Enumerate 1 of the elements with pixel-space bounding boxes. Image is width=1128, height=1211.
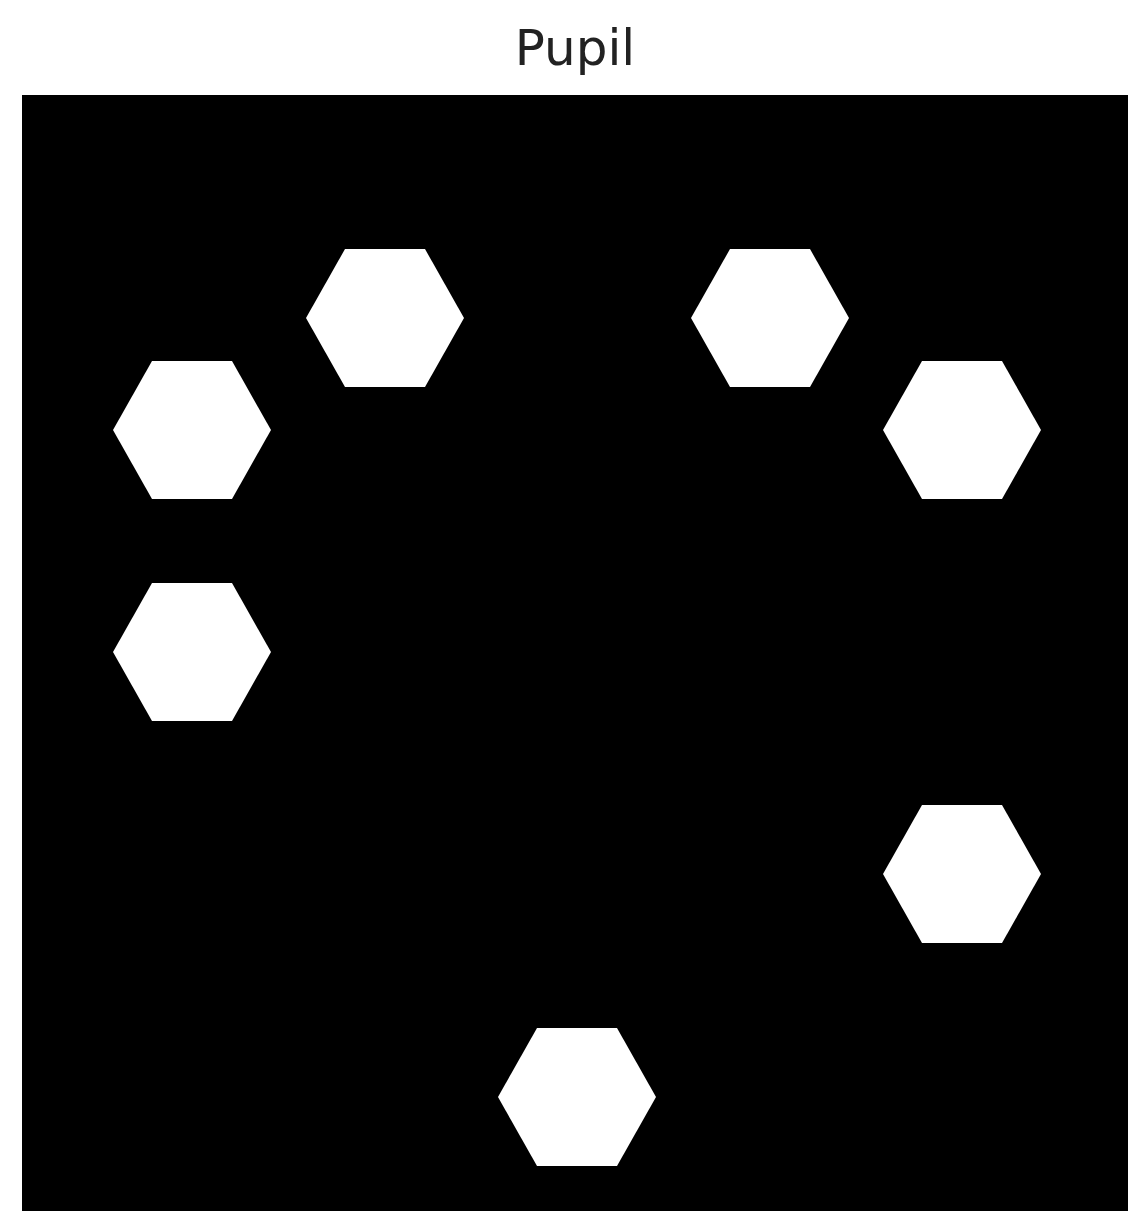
title: Pupil: [514, 18, 636, 78]
